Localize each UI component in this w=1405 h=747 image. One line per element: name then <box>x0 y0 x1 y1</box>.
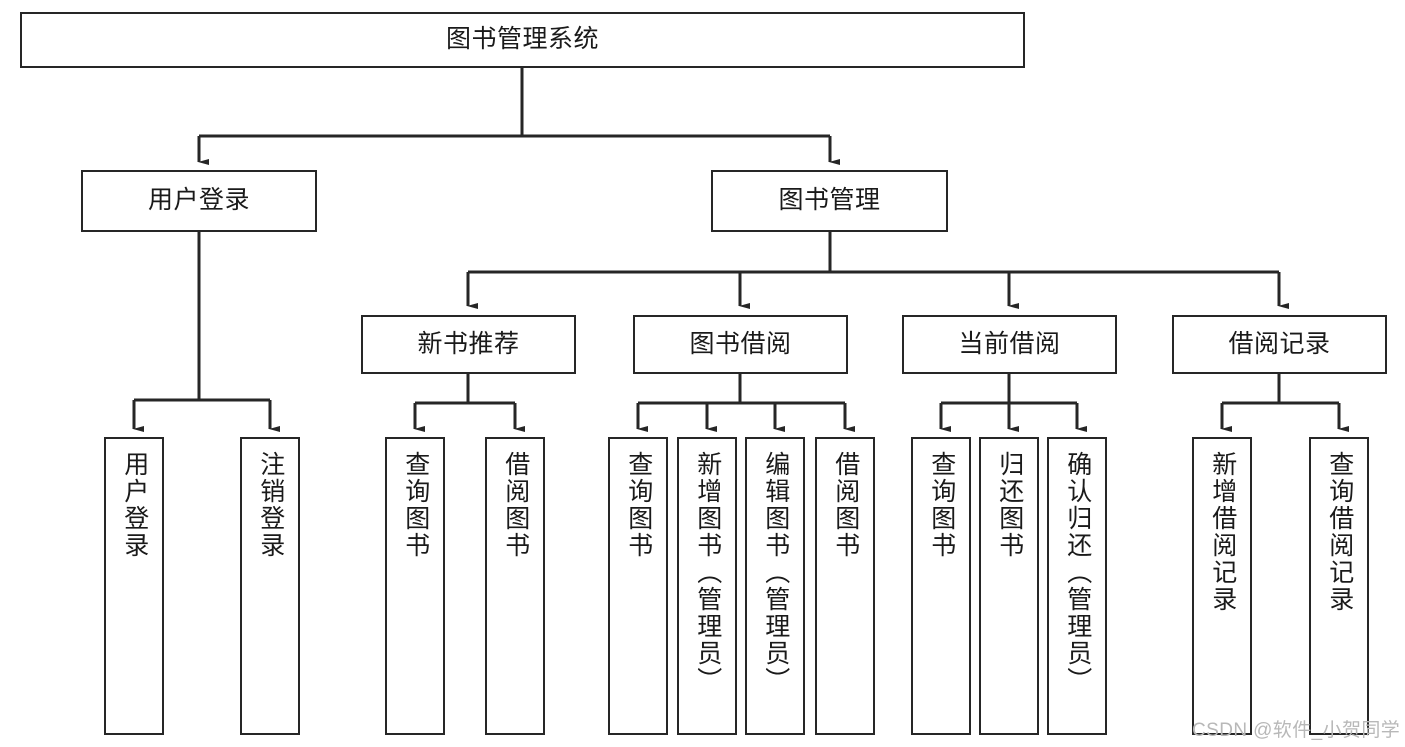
node-leaf-borrow-book-1[interactable]: 借阅图书 <box>485 437 545 735</box>
node-leaf-query-book-1[interactable]: 查询图书 <box>385 437 445 735</box>
node-new-book-recommend[interactable]: 新书推荐 <box>361 315 576 374</box>
node-leaf-borrow-book-2-label: 借阅图书 <box>831 451 860 559</box>
node-book-borrow-label: 图书借阅 <box>689 329 792 358</box>
node-current-borrow-label: 当前借阅 <box>958 329 1061 358</box>
node-leaf-user-logout[interactable]: 注销登录 <box>240 437 300 735</box>
node-leaf-borrow-book-1-label: 借阅图书 <box>501 451 530 559</box>
watermark-text: CSDN @软件_小贺同学 <box>1192 720 1401 741</box>
node-leaf-add-book-label: 新增图书（管理员） <box>693 451 722 694</box>
node-leaf-add-record[interactable]: 新增借阅记录 <box>1192 437 1252 735</box>
node-leaf-user-login[interactable]: 用户登录 <box>104 437 164 735</box>
node-borrow-record-label: 借阅记录 <box>1228 329 1331 358</box>
node-leaf-query-record-label: 查询借阅记录 <box>1325 451 1354 613</box>
node-leaf-query-book-3[interactable]: 查询图书 <box>911 437 971 735</box>
node-leaf-confirm-return-label: 确认归还（管理员） <box>1063 451 1092 694</box>
node-leaf-return-book-label: 归还图书 <box>995 451 1024 559</box>
node-leaf-confirm-return[interactable]: 确认归还（管理员） <box>1047 437 1107 735</box>
node-current-borrow[interactable]: 当前借阅 <box>902 315 1117 374</box>
node-leaf-user-logout-label: 注销登录 <box>256 451 285 559</box>
node-leaf-user-login-label: 用户登录 <box>120 451 149 559</box>
node-new-book-recommend-label: 新书推荐 <box>417 329 520 358</box>
node-leaf-query-book-2-label: 查询图书 <box>624 451 653 559</box>
node-leaf-query-record[interactable]: 查询借阅记录 <box>1309 437 1369 735</box>
node-leaf-query-book-3-label: 查询图书 <box>927 451 956 559</box>
node-leaf-return-book[interactable]: 归还图书 <box>979 437 1039 735</box>
node-user-login[interactable]: 用户登录 <box>81 170 317 232</box>
node-book-management-label: 图书管理 <box>778 186 881 215</box>
node-book-management[interactable]: 图书管理 <box>711 170 948 232</box>
node-root-label: 图书管理系统 <box>445 25 599 54</box>
node-leaf-query-book-1-label: 查询图书 <box>401 451 430 559</box>
node-leaf-edit-book-label: 编辑图书（管理员） <box>761 451 790 694</box>
node-book-borrow[interactable]: 图书借阅 <box>633 315 848 374</box>
node-leaf-borrow-book-2[interactable]: 借阅图书 <box>815 437 875 735</box>
node-borrow-record[interactable]: 借阅记录 <box>1172 315 1387 374</box>
node-leaf-edit-book[interactable]: 编辑图书（管理员） <box>745 437 805 735</box>
node-leaf-add-book[interactable]: 新增图书（管理员） <box>677 437 737 735</box>
node-user-login-label: 用户登录 <box>147 186 250 215</box>
node-leaf-add-record-label: 新增借阅记录 <box>1208 451 1237 613</box>
node-leaf-query-book-2[interactable]: 查询图书 <box>608 437 668 735</box>
node-root[interactable]: 图书管理系统 <box>20 12 1025 68</box>
